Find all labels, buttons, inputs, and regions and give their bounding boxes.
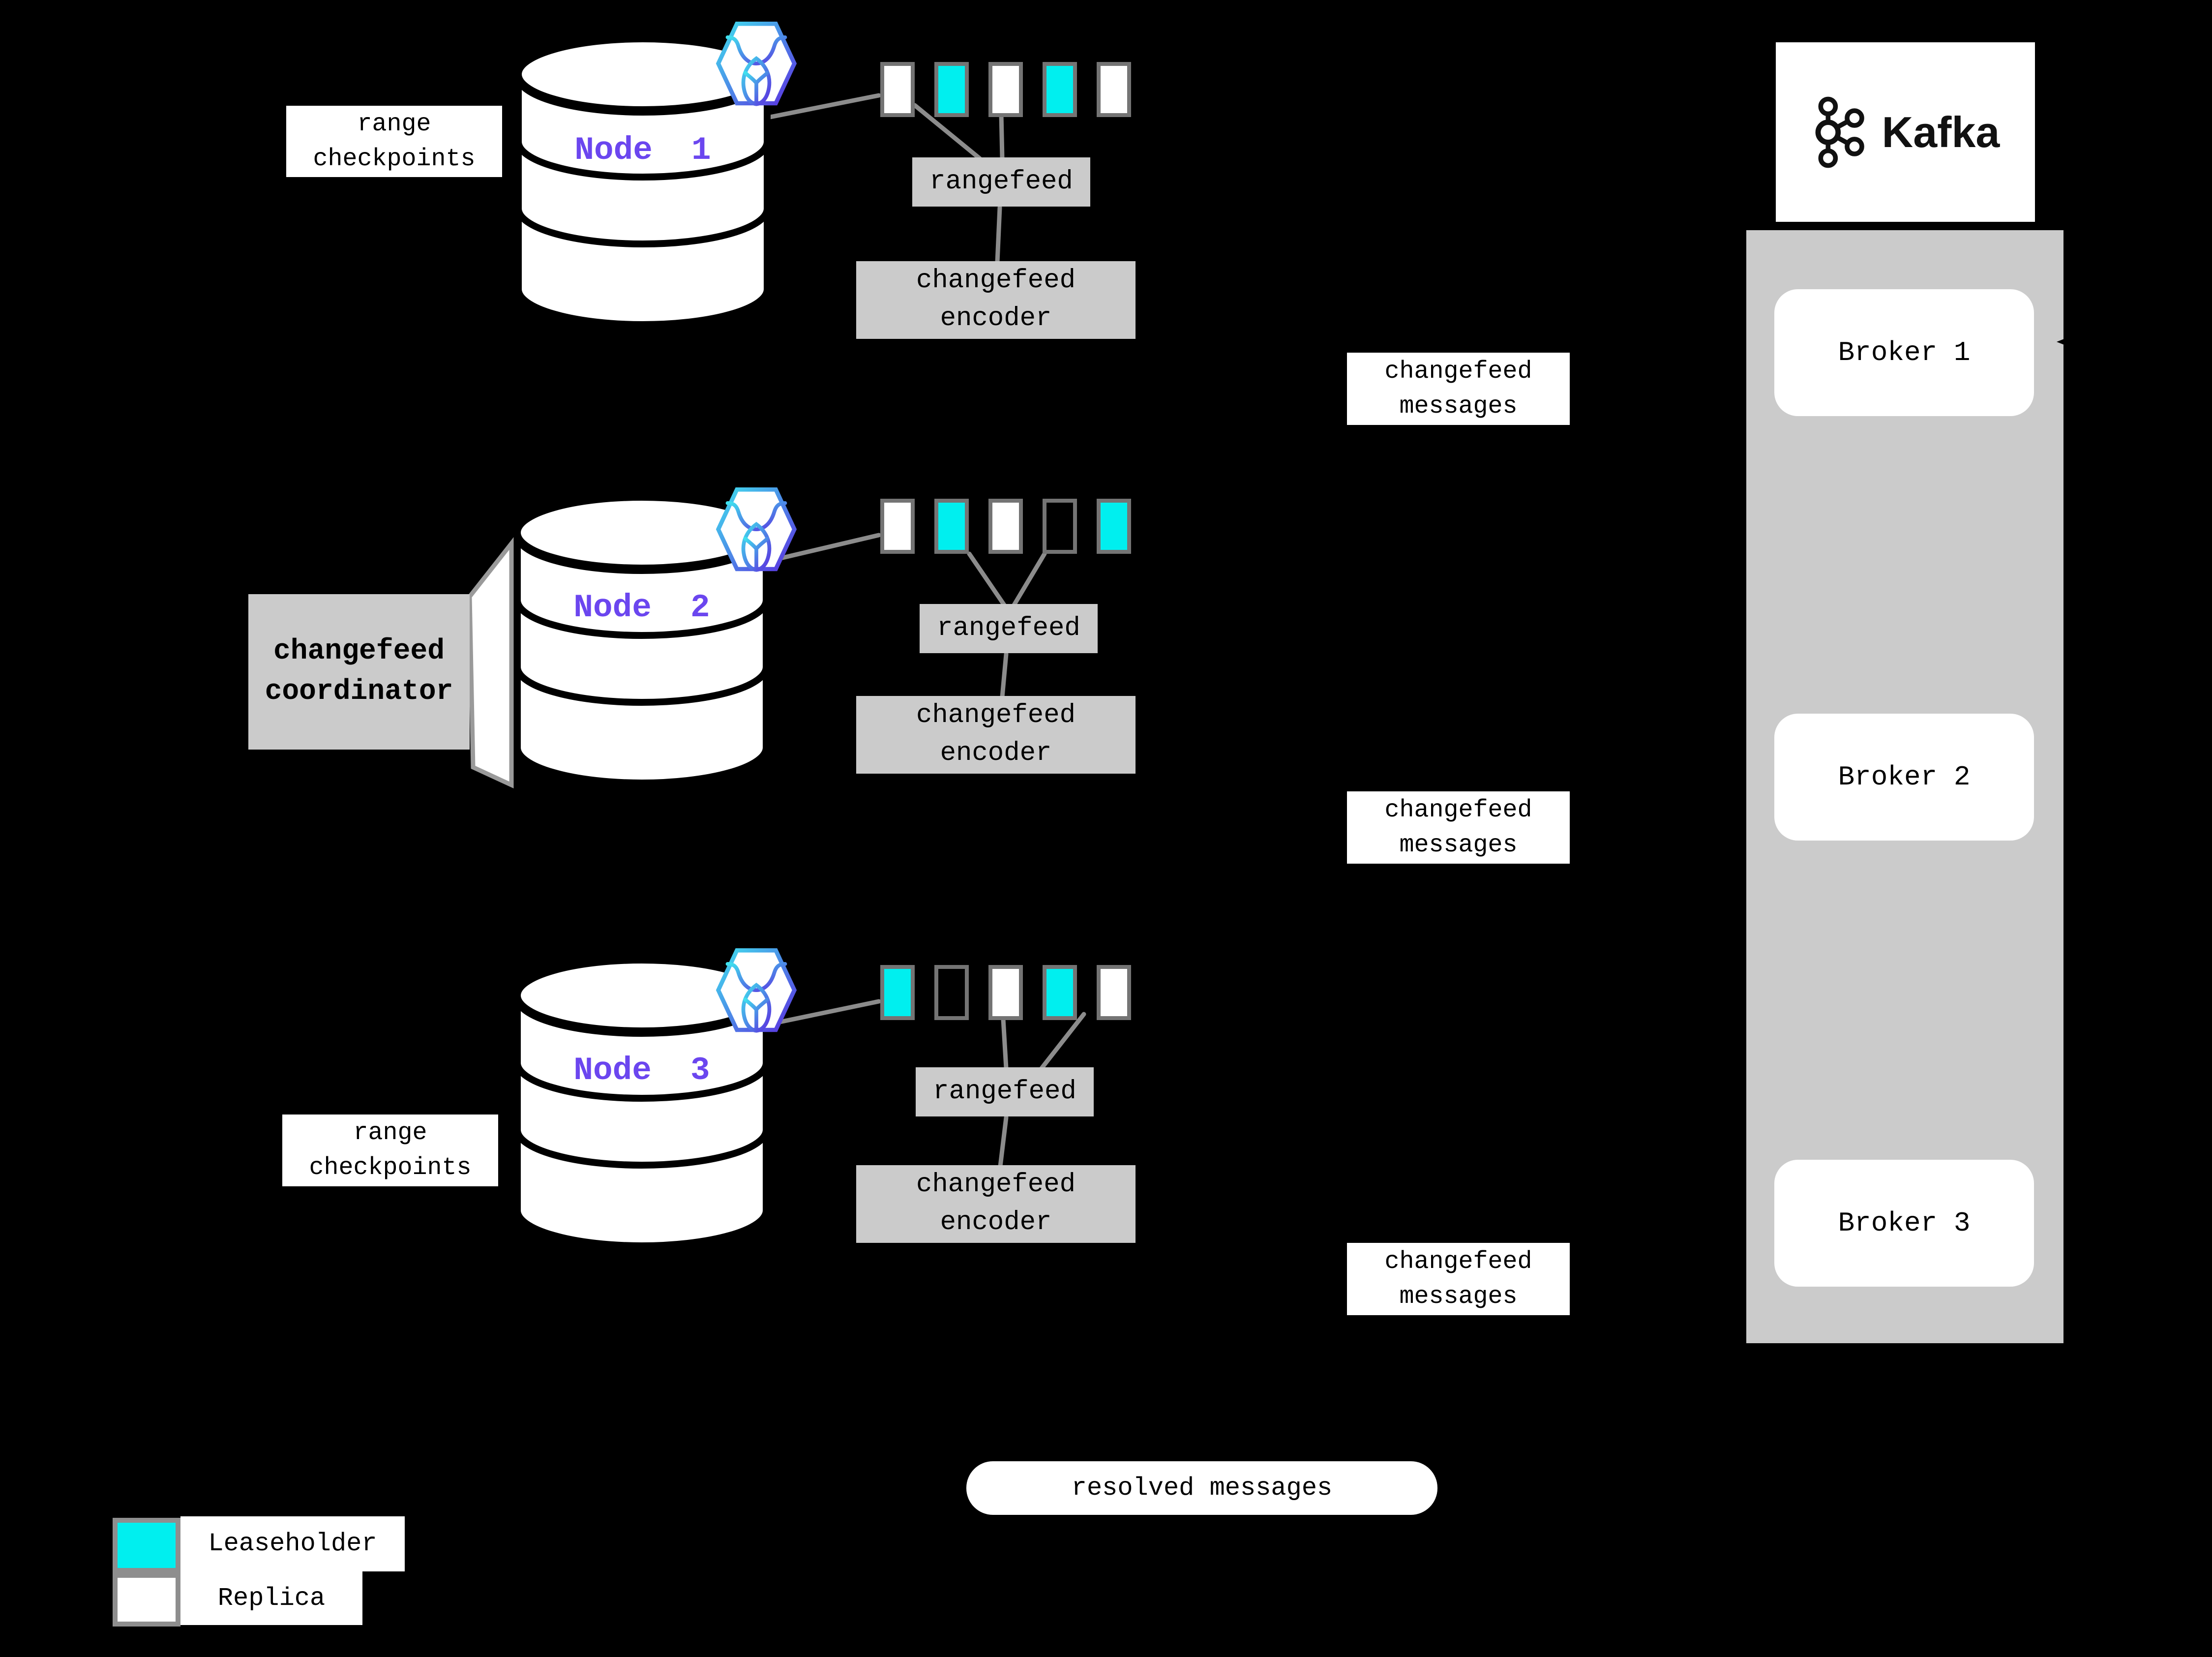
- kafka-brokers-panel: Broker 1 Broker 2 Broker 3: [1746, 230, 2063, 1343]
- changefeed-coordinator-label: changefeed coordinator: [248, 594, 470, 750]
- broker-1: Broker 1: [1774, 289, 2034, 416]
- resolved-messages-pill: resolved messages: [966, 1461, 1437, 1515]
- node-1-label: Node 1: [574, 132, 711, 169]
- kafka-logo-icon: [1815, 96, 1864, 168]
- range-rect: [880, 965, 915, 1020]
- connector-lines: [768, 93, 1086, 1169]
- range-rect: [934, 62, 969, 117]
- range-rect: [988, 62, 1023, 117]
- range-checkpoints-label-node1: range checkpoints: [286, 106, 502, 177]
- changefeed-messages-label-3: changefeed messages: [1347, 1243, 1570, 1315]
- range-rect: [934, 965, 969, 1020]
- changefeed-encoder-box-node3: changefeed encoder: [856, 1165, 1136, 1243]
- range-rect: [1097, 62, 1131, 117]
- cockroachdb-badge-icon: [716, 948, 797, 1033]
- changefeed-messages-label-1: changefeed messages: [1347, 353, 1570, 425]
- kafka-wordmark: Kafka: [1882, 107, 2000, 156]
- changefeed-encoder-box-node2: changefeed encoder: [856, 696, 1136, 774]
- changefeed-encoder-box-node1: changefeed encoder: [856, 261, 1136, 339]
- range-checkpoints-label-node3: range checkpoints: [282, 1115, 498, 1186]
- node-2-label: Node 2: [573, 589, 710, 626]
- rangefeed-box-node1: rangefeed: [912, 157, 1090, 207]
- changefeed-messages-label-2: changefeed messages: [1347, 791, 1570, 864]
- legend-replica-swatch: [113, 1573, 180, 1627]
- cockroachdb-badge-icon: [716, 22, 797, 106]
- range-rect: [988, 965, 1023, 1020]
- legend-leaseholder-swatch: [113, 1518, 180, 1573]
- range-rect: [880, 499, 915, 554]
- kafka-arrowhead-icon: [2057, 335, 2074, 349]
- legend-leaseholder-label: Leaseholder: [180, 1516, 405, 1571]
- range-rect: [1043, 965, 1077, 1020]
- range-rect: [880, 62, 915, 117]
- kafka-logo-box: Kafka: [1776, 42, 2035, 222]
- range-rect: [934, 499, 969, 554]
- coordinator-flag-shape: [467, 537, 514, 789]
- broker-3: Broker 3: [1774, 1160, 2034, 1287]
- range-rect: [1097, 965, 1131, 1020]
- broker-2: Broker 2: [1774, 714, 2034, 841]
- legend-replica-label: Replica: [180, 1571, 362, 1625]
- range-rect: [1043, 62, 1077, 117]
- cylinder-node-1: [515, 35, 771, 328]
- rangefeed-box-node3: rangefeed: [916, 1067, 1094, 1116]
- range-rect: [1097, 499, 1131, 554]
- rangefeed-box-node2: rangefeed: [920, 604, 1098, 653]
- range-rect: [988, 499, 1023, 554]
- range-rect: [1043, 499, 1077, 554]
- node-3-label: Node 3: [573, 1052, 710, 1089]
- cockroachdb-badge-icon: [716, 487, 797, 572]
